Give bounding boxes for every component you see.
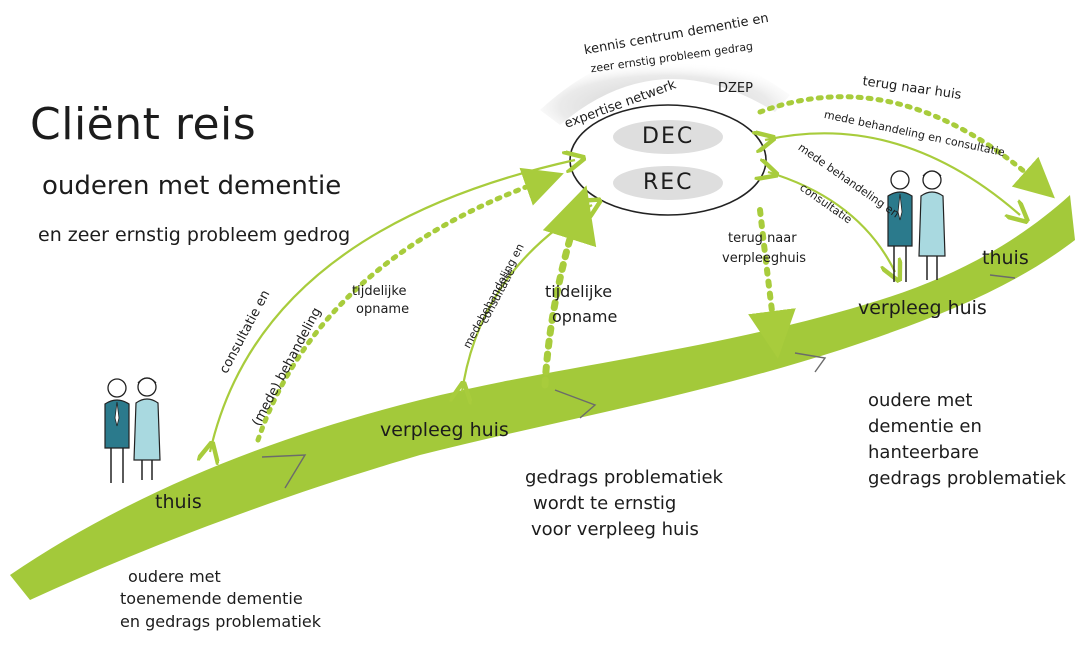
rec-label: REC — [643, 170, 694, 195]
description-mid-line: wordt te ernstig — [533, 493, 677, 515]
description-start-line: en gedrags problematiek — [120, 611, 322, 631]
description-end-line: dementie en — [868, 416, 982, 438]
person-man-icon — [887, 170, 913, 282]
description-end-line: gedrags problematiek — [868, 468, 1066, 490]
dec-label: DEC — [642, 124, 695, 149]
page-subtitle-2: en zeer ernstig probleem gedrog — [38, 224, 351, 246]
station-thuis-end: thuis — [982, 247, 1029, 269]
station-thuis-start: thuis — [155, 491, 202, 513]
arrow-mede-behandeling-top — [765, 133, 1020, 215]
person-man-icon — [104, 378, 130, 483]
page-subtitle: ouderen met dementie — [42, 171, 342, 201]
description-end: oudere met dementie en hanteerbare gedra… — [868, 388, 1066, 492]
description-start-line: toenemende dementie — [120, 589, 303, 609]
label-terug-verpleeghuis: terug naar — [728, 231, 797, 246]
arrow-terug-verpleeghuis — [748, 207, 796, 359]
station-verpleeghuis-end: verpleeg huis — [858, 297, 987, 319]
description-mid: gedrags problematiek wordt te ernstig vo… — [525, 465, 723, 543]
dzep-label: DZEP — [718, 81, 753, 96]
arrow-mede-behandeling-right — [768, 172, 895, 272]
description-start: oudere met toenemende dementie en gedrag… — [120, 566, 321, 633]
label-terug-verpleeghuis-b: verpleeghuis — [722, 251, 807, 266]
person-woman-icon — [918, 170, 946, 280]
label-tijdelijke-opname-1b: opname — [356, 302, 410, 317]
description-start-line: oudere met — [128, 567, 221, 586]
description-end-line: hanteerbare — [868, 442, 979, 464]
description-mid-line: voor verpleeg huis — [531, 519, 699, 541]
station-verpleeghuis-mid: verpleeg huis — [380, 419, 509, 441]
arrow-tijdelijke-opname-2 — [541, 185, 597, 389]
expertise-shadow-arc — [540, 50, 790, 125]
label-tijdelijke-opname-2: tijdelijke — [545, 282, 613, 301]
person-woman-icon — [133, 377, 161, 480]
description-mid-line: gedrags problematiek — [525, 467, 723, 488]
arrow-consultatie — [210, 160, 575, 452]
dec-pill — [613, 120, 723, 154]
label-tijdelijke-opname-1: tijdelijke — [352, 284, 407, 299]
description-end-line: oudere met — [868, 390, 973, 411]
label-tijdelijke-opname-2b: opname — [552, 307, 618, 326]
page-title: Cliënt reis — [30, 99, 257, 150]
rec-pill — [613, 166, 723, 200]
